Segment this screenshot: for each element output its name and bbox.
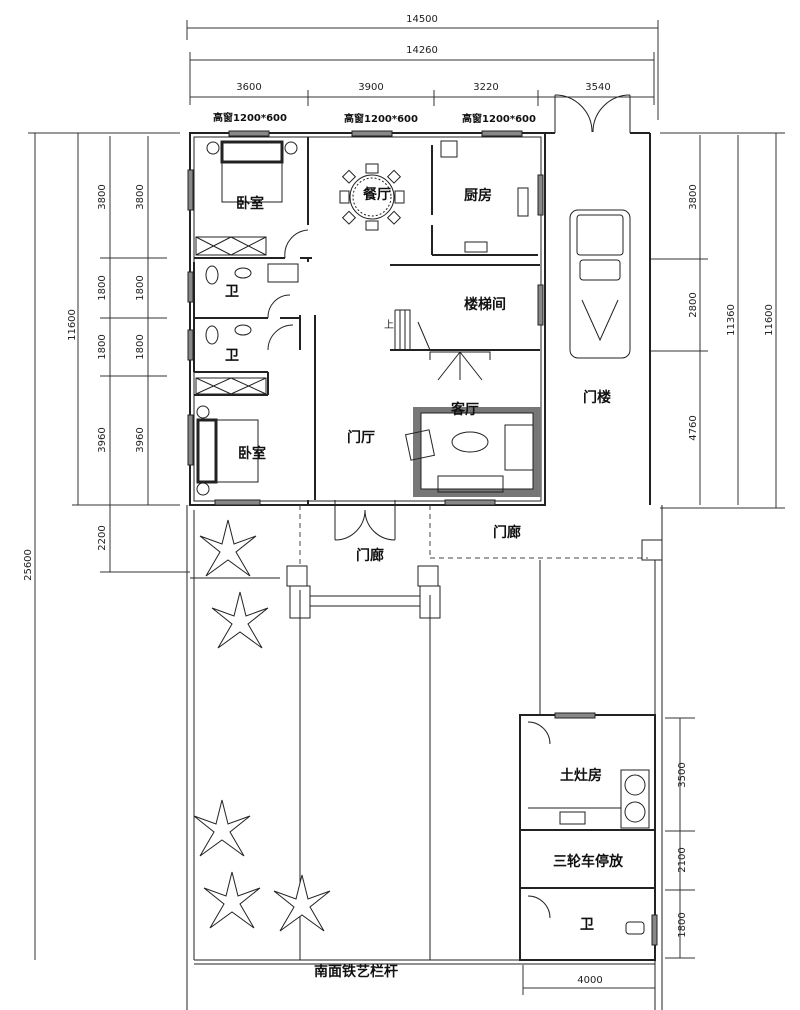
walls: [187, 94, 651, 506]
dim-right-total: 11600: [764, 304, 775, 336]
label-stove-room: 土灶房: [560, 767, 602, 784]
room-labels: 卧室 卫 卫 卧室 餐厅 厨房 楼梯间 上 客厅 门厅 门楼 门廊 门廊 土灶房…: [225, 186, 624, 980]
dim-top-inner: 14260: [406, 45, 438, 56]
dim-right-2: 2800: [688, 292, 699, 317]
dim-left-o2: 1800: [97, 275, 108, 300]
dim-left-i3: 1800: [135, 334, 146, 359]
dim-top-seg-2: 3900: [358, 82, 383, 93]
column: [641, 539, 663, 561]
toilet-icon: [205, 265, 219, 285]
plant-icon: [211, 591, 269, 649]
dim-left-i4: 3960: [135, 427, 146, 452]
window-label-2: 高窗1200*600: [344, 112, 418, 125]
plant-icon: [193, 799, 251, 857]
label-kitchen: 厨房: [464, 187, 492, 204]
label-bath-1: 卫: [225, 284, 239, 300]
staircase-icon: [394, 309, 491, 381]
window-label-3: 高窗1200*600: [462, 112, 536, 125]
annex: [519, 712, 658, 961]
column: [417, 565, 439, 587]
sink-icon: [234, 324, 252, 336]
plant-icon: [199, 519, 257, 577]
label-stairs: 楼梯间: [464, 296, 506, 313]
label-bedroom-2: 卧室: [238, 445, 266, 462]
plant-icon: [203, 871, 261, 929]
plants: [193, 519, 331, 932]
stove-icon: [464, 241, 488, 253]
dim-annex-1: 3500: [677, 762, 688, 787]
window-label-1: 高窗1200*600: [213, 111, 287, 124]
label-dining: 餐厅: [362, 186, 391, 203]
plant-icon: [273, 874, 331, 932]
wardrobe-icon: [195, 236, 267, 256]
label-gatehouse: 门楼: [583, 389, 611, 406]
sink-icon: [234, 267, 252, 279]
yard: [186, 505, 663, 1010]
dim-annex-2: 2100: [677, 847, 688, 872]
label-living: 客厅: [450, 401, 479, 418]
sofa-set-icon: [404, 407, 541, 497]
label-porch-2: 门廊: [493, 524, 521, 541]
label-foyer: 门厅: [347, 429, 375, 446]
left-dimensions: 25600 11600 3800 1800 1800 3960 3800 180…: [23, 132, 190, 960]
dining-table-icon: [339, 163, 405, 231]
car-icon: [569, 209, 631, 359]
dim-right-1: 3800: [688, 184, 699, 209]
top-dimensions: 14500 14260 3600 3900 3220 3540: [186, 14, 659, 120]
label-bedroom-1: 卧室: [236, 195, 264, 212]
label-bath-3: 卫: [580, 917, 594, 933]
label-porch-1: 门廊: [356, 547, 384, 564]
kitchen-sink-icon: [517, 187, 529, 217]
label-stair-up: 上: [384, 319, 394, 331]
stove-icon: [620, 769, 650, 829]
toilet-icon: [205, 325, 219, 345]
lamp-icon: [284, 141, 298, 155]
dim-annex-3: 1800: [677, 912, 688, 937]
column: [286, 565, 308, 587]
dim-left-o1: 3800: [97, 184, 108, 209]
dim-top-seg-3: 3220: [473, 82, 498, 93]
dim-left-i2: 1800: [135, 275, 146, 300]
dim-left-porch: 2200: [97, 525, 108, 550]
dim-right-3: 4760: [688, 415, 699, 440]
dim-left-o3: 1800: [97, 334, 108, 359]
gate-door: [554, 94, 631, 133]
dim-annex-width: 4000: [577, 975, 602, 986]
entry-door: [334, 500, 396, 541]
wardrobe-icon: [195, 377, 267, 395]
right-dimensions: 3800 2800 4760 11360 11600 3500 2100 180…: [522, 132, 785, 995]
dim-left-o4: 3960: [97, 427, 108, 452]
furniture: [195, 140, 631, 497]
dim-right-mid: 11360: [726, 304, 737, 336]
label-tricycle: 三轮车停放: [553, 853, 624, 870]
dim-top-seg-1: 3600: [236, 82, 261, 93]
dim-left-house: 11600: [67, 309, 78, 341]
sink-icon: [559, 811, 586, 825]
label-bath-2: 卫: [225, 348, 239, 364]
label-fence: 南面铁艺栏杆: [314, 963, 398, 980]
dim-top-seg-4: 3540: [585, 82, 610, 93]
toilet-icon: [625, 921, 645, 935]
dim-left-total: 25600: [23, 549, 34, 581]
dim-left-i1: 3800: [135, 184, 146, 209]
dim-top-total: 14500: [406, 14, 438, 25]
lamp-icon: [206, 141, 220, 155]
